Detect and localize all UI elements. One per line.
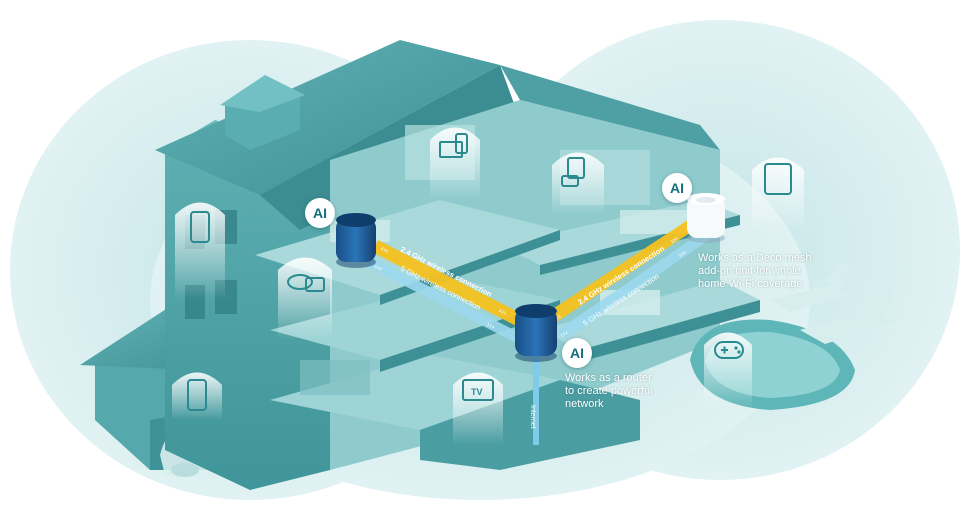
gamepad-icon: [714, 341, 744, 359]
mesh-caption-line-3: home Wi-Fi coverage: [698, 278, 803, 290]
arrows-left-5-b: ›››: [485, 320, 497, 332]
mesh-caption-line-2: add-on unit for whole: [698, 265, 801, 277]
device-tv: TV: [453, 372, 503, 445]
loungers: [770, 262, 896, 344]
router-caption-line-2: to create powerful: [565, 385, 653, 397]
device-gamepad: [704, 332, 752, 410]
internet-line: Internet: [529, 350, 539, 445]
ai-badge-right: AI: [662, 173, 692, 203]
device-printer-game: [552, 152, 604, 215]
arrows-left-5-a: ‹‹‹: [373, 262, 385, 274]
device-cloud-storage: [278, 257, 332, 340]
deco-unit-center: [515, 304, 557, 362]
cloud-storage-icon: [287, 274, 325, 292]
phone-icon: [190, 211, 210, 243]
phone-icon: [187, 379, 207, 411]
ai-badge-left: AI: [305, 198, 335, 228]
printer-game-icon: [561, 157, 585, 187]
device-phone-garage: [172, 372, 222, 420]
internet-label: Internet: [529, 405, 536, 429]
arrows-right-5-a: ‹‹‹: [558, 328, 570, 340]
arrows-right-5-b: ›››: [676, 248, 688, 260]
arrows-left-24-a: ‹‹‹: [379, 244, 391, 256]
deco-unit-left: [336, 213, 376, 268]
device-laptop-phone: [430, 127, 480, 200]
device-phone-left: [175, 202, 225, 300]
deco-unit-right: [687, 193, 725, 243]
mesh-caption-line-1: Works as a Deco mesh: [698, 252, 812, 264]
router-caption-line-1: Works as a router: [565, 372, 652, 384]
arrows-right-24-b: ›››: [668, 234, 680, 246]
house-body: [155, 40, 760, 490]
router-caption-line-3: network: [565, 398, 604, 410]
arrows-left-24-b: ›››: [497, 306, 509, 318]
ai-badge-center: AI: [562, 338, 592, 368]
mesh-caption: Works as a Deco mesh add-on unit for who…: [698, 252, 812, 291]
tablet-icon: [764, 163, 792, 195]
device-tablet: [752, 157, 804, 230]
tv-icon: [462, 379, 494, 401]
tv-label: TV: [471, 387, 483, 397]
arrows-right-24-a: ‹‹‹: [551, 312, 563, 324]
laptop-phone-icon: [439, 133, 468, 158]
router-caption: Works as a router to create powerful net…: [565, 372, 652, 411]
